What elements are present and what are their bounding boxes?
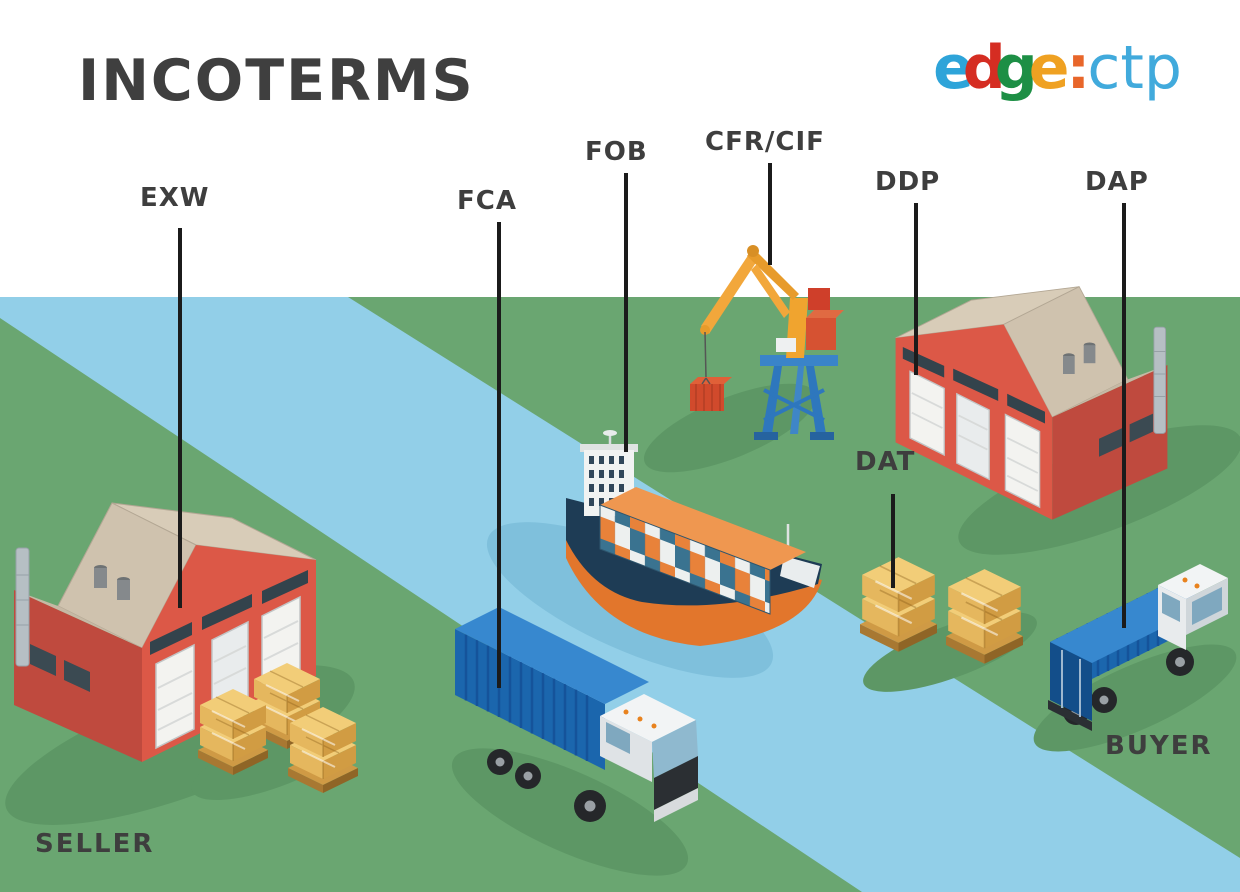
label-fca: FCA [457,186,517,216]
truck-container-rear [1050,642,1092,721]
buyer-truck [1048,564,1228,731]
truck-container-side [455,629,605,770]
label-exw: EXW [140,183,210,213]
label-buyer: BUYER [1105,731,1213,761]
logo-letter-e2: e [1028,33,1070,103]
truck-grille [654,756,698,810]
truck-windshield [652,720,698,778]
truck-cab-roof [1158,564,1228,599]
label-ddp: DDP [875,167,941,197]
ddp-leader-line [914,203,918,375]
fca-truck-shadow [451,748,689,876]
label-dat: DAT [855,447,916,477]
edgectp-logo: edge:ctp [933,38,1182,98]
label-seller: SELLER [35,829,155,859]
exw-leader-line [178,228,182,608]
logo-letter-d: d [962,33,1006,103]
cargo-top [600,487,806,570]
page-title: INCOTERMS [78,48,475,114]
fca-truck [455,607,698,822]
label-cfr-cif: CFR/CIF [705,127,825,157]
logo-colon: : [1066,33,1091,103]
dat-leader-line [891,494,895,588]
label-dap: DAP [1085,167,1149,197]
fob-leader-line [624,173,628,452]
fca-leader-line [497,222,501,688]
truck-container-top [455,607,649,704]
label-fob: FOB [585,137,648,167]
logo-letters-ctp: ctp [1087,33,1182,103]
logo-letter-g: g [994,33,1038,103]
truck-windshield [1192,587,1222,625]
truck-cab-roof [600,694,696,742]
dap-leader-line [1122,203,1126,628]
port-crane [690,245,844,440]
cfr-cif-leader-line [768,163,772,265]
cargo-containers [599,504,771,615]
container-ship [566,430,822,646]
logo-letter-e1: e [933,33,974,103]
